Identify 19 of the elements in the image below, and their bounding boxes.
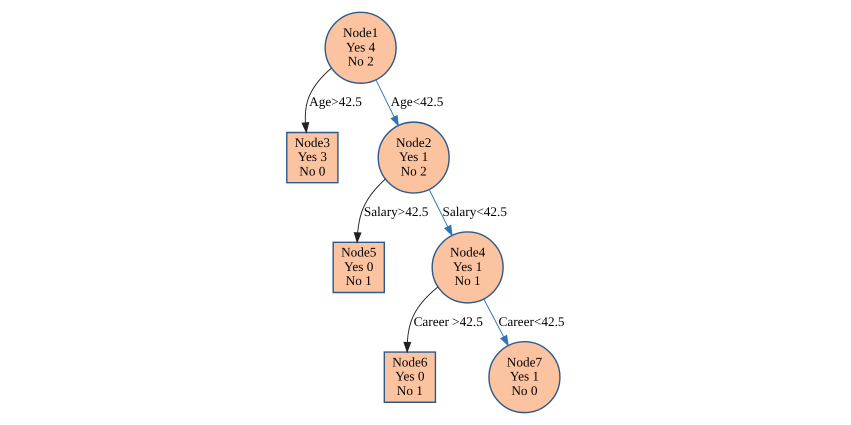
edge-label: Career<42.5 xyxy=(498,314,565,329)
edge-label: Salary<42.5 xyxy=(442,204,507,219)
arrow xyxy=(354,178,386,244)
edge-label: Age>42.5 xyxy=(309,94,362,110)
edge-label: Career >42.5 xyxy=(414,314,483,329)
arrow xyxy=(376,80,399,127)
node-circle: Node7 Yes 1 No 0 xyxy=(488,341,561,414)
node-circle: Node2 Yes 1 No 2 xyxy=(378,121,450,194)
arrow xyxy=(428,189,453,237)
arrow xyxy=(301,68,332,134)
node-circle: Node1 Yes 4 No 2 xyxy=(324,12,397,84)
node-circle: Node4 Yes 1 No 1 xyxy=(431,231,504,304)
arrow xyxy=(403,286,438,354)
arrow xyxy=(483,298,509,347)
edge-label: Salary>42.5 xyxy=(364,204,428,219)
node-box: Node6 Yes 0 No 1 xyxy=(384,351,436,403)
edge-label: Age<42.5 xyxy=(390,94,444,110)
node-box: Node3 Yes 3 No 0 xyxy=(286,132,339,184)
node-box: Node5 Yes 0 No 1 xyxy=(332,242,386,294)
